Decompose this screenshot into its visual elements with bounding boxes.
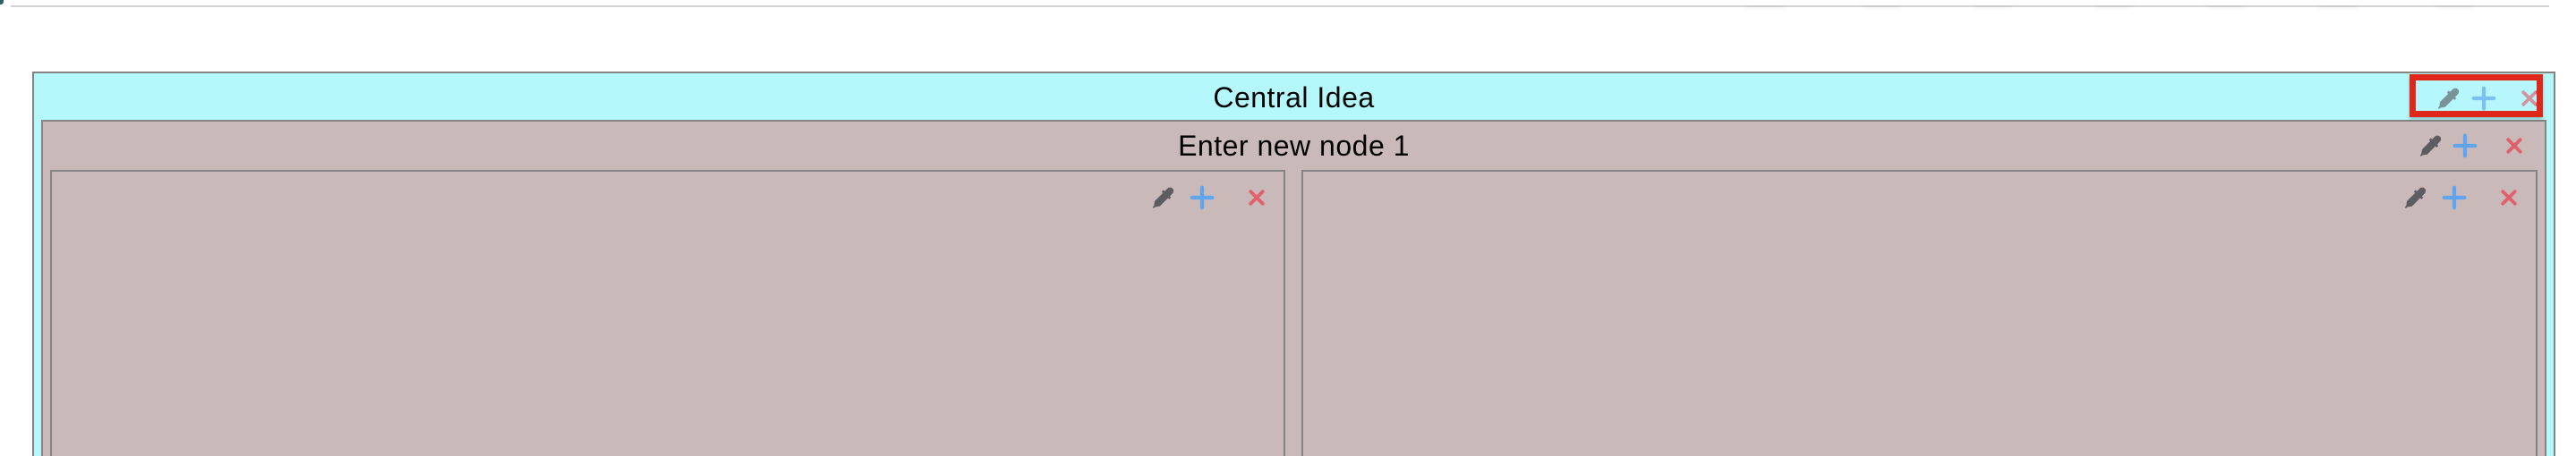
delete-node-button[interactable] xyxy=(2493,182,2525,213)
tab-shadow xyxy=(1862,0,1901,5)
plus-icon xyxy=(1189,184,1215,211)
close-icon xyxy=(1246,187,1267,208)
root-node-title[interactable]: Central Idea xyxy=(1213,81,1375,114)
delete-node-button[interactable] xyxy=(1241,182,1273,213)
window-corner-mark xyxy=(0,0,4,4)
tab-shadow xyxy=(1745,0,1785,5)
dropper-icon xyxy=(2418,133,2444,158)
plus-icon xyxy=(2452,132,2478,159)
child-node[interactable]: Enter new node 1 xyxy=(41,120,2546,456)
color-picker-button[interactable] xyxy=(2433,83,2465,114)
tab-shadow xyxy=(2318,0,2358,5)
color-picker-button[interactable] xyxy=(2400,182,2432,213)
grandchild-node-right[interactable] xyxy=(1301,170,2538,456)
dropper-icon xyxy=(2403,185,2428,210)
tab-shadow xyxy=(1974,0,2013,5)
tab-shadow xyxy=(2094,0,2134,5)
plus-icon xyxy=(2441,184,2468,211)
dropper-icon xyxy=(1151,185,1176,210)
root-node-toolbar xyxy=(2433,83,2540,114)
root-node[interactable]: Central Idea Enter new node 1 xyxy=(32,72,2555,456)
close-icon xyxy=(2519,88,2540,109)
grandchild-node-toolbar xyxy=(1147,182,1264,213)
close-icon xyxy=(2503,135,2525,156)
add-child-button[interactable] xyxy=(2438,182,2470,213)
delete-node-button[interactable] xyxy=(2498,131,2530,161)
close-icon xyxy=(2498,187,2520,208)
grandchild-node-toolbar xyxy=(2400,182,2516,213)
tab-shadow xyxy=(2206,0,2246,5)
dropper-icon xyxy=(2436,86,2461,111)
color-picker-button[interactable] xyxy=(2415,131,2447,161)
child-node-toolbar xyxy=(2415,131,2522,161)
color-picker-button[interactable] xyxy=(1147,182,1180,213)
grandchild-node-left[interactable] xyxy=(50,170,1285,456)
tab-shadow xyxy=(2435,0,2474,5)
add-child-button[interactable] xyxy=(2449,131,2481,161)
top-divider xyxy=(11,5,2549,7)
plus-icon xyxy=(2470,85,2497,112)
add-child-button[interactable] xyxy=(1186,182,1218,213)
child-node-title[interactable]: Enter new node 1 xyxy=(1178,130,1410,162)
delete-node-button[interactable] xyxy=(2513,83,2546,114)
add-child-button[interactable] xyxy=(2468,83,2500,114)
